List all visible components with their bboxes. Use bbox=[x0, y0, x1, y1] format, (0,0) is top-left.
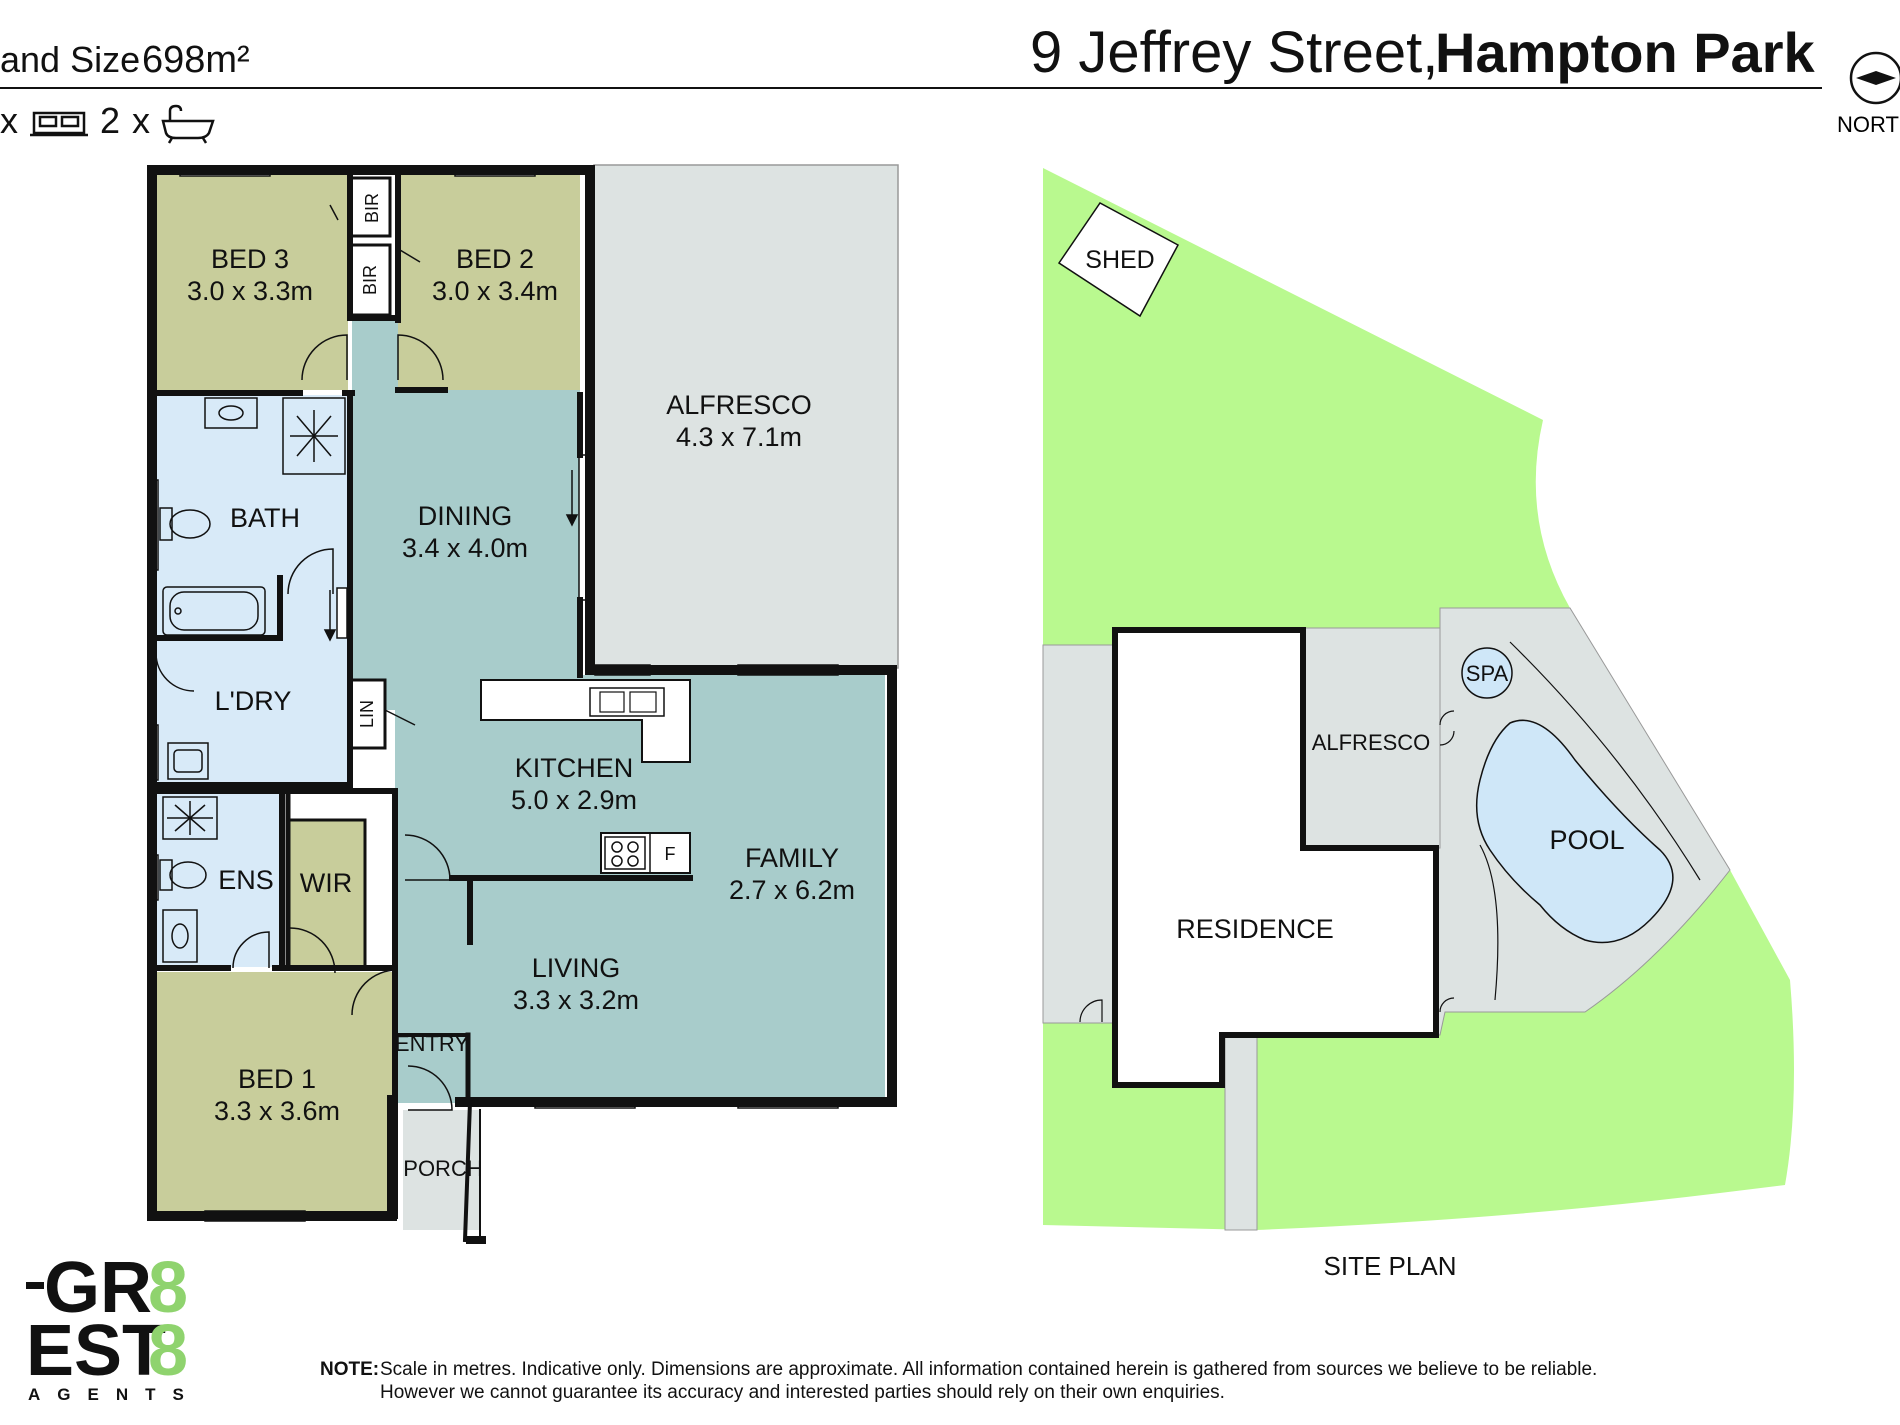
walls bbox=[147, 165, 897, 1244]
bath-multiplier: x bbox=[132, 100, 150, 141]
bath-count: 2 bbox=[100, 100, 120, 141]
living-size: 3.3 x 3.2m bbox=[513, 985, 639, 1015]
pool-label: POOL bbox=[1549, 825, 1624, 855]
ensuite-floor bbox=[156, 792, 282, 967]
cooktop-icon bbox=[604, 836, 646, 870]
pool-outline bbox=[1475, 719, 1674, 944]
shower-icon bbox=[282, 397, 346, 475]
wir-name: WIR bbox=[300, 868, 352, 898]
bed1-size: 3.3 x 3.6m bbox=[214, 1096, 340, 1126]
residence-outline bbox=[1112, 627, 1439, 1088]
note-line2: However we cannot guarantee its accuracy… bbox=[380, 1382, 1225, 1403]
fridge-label: F bbox=[665, 844, 676, 864]
ensuite-name: ENS bbox=[218, 865, 274, 895]
room-labels: BED 3 3.0 x 3.3m BED 2 3.0 x 3.4m ALFRES… bbox=[187, 244, 855, 1181]
north-arrow-icon bbox=[1849, 51, 1900, 105]
bath-name: BATH bbox=[230, 503, 300, 533]
bir-bed2 bbox=[348, 243, 392, 317]
laundry-tub-icon bbox=[167, 742, 209, 780]
site-plan-title: SITE PLAN bbox=[1324, 1251, 1457, 1281]
spa-label: SPA bbox=[1466, 661, 1509, 686]
bed3-floor bbox=[156, 175, 348, 390]
note-line1: Scale in metres. Indicative only. Dimens… bbox=[380, 1359, 1597, 1380]
sink-icon bbox=[589, 687, 665, 717]
logo-line1-dark: GR bbox=[44, 1248, 152, 1328]
header: and Size 698m² 9 Jeffrey Street, Hampton… bbox=[0, 20, 1900, 144]
logo-line2-accent: 8 bbox=[148, 1311, 188, 1391]
logo-line2-dark: EST bbox=[26, 1311, 166, 1391]
ensuite-toilet-icon bbox=[159, 859, 207, 891]
living-name: LIVING bbox=[532, 953, 621, 983]
pool-edge-lines bbox=[1079, 641, 1701, 1023]
site-plan: SHED RESIDENCE ALFRESCO SPA POOL SITE PL… bbox=[1042, 168, 1794, 1281]
family-name: FAMILY bbox=[745, 843, 839, 873]
porch-name: PORCH bbox=[403, 1156, 482, 1181]
laundry-floor bbox=[156, 635, 348, 783]
north-label: NORT bbox=[1837, 112, 1899, 137]
bed3-name: BED 3 bbox=[211, 244, 289, 274]
bir-label-2: BIR bbox=[360, 265, 380, 295]
bed1-name: BED 1 bbox=[238, 1064, 316, 1094]
residence-label: RESIDENCE bbox=[1176, 914, 1334, 944]
bathtub-icon bbox=[161, 104, 215, 144]
ensuite-basin-icon bbox=[162, 909, 198, 963]
bed2-name: BED 2 bbox=[456, 244, 534, 274]
logo-line1-accent: 8 bbox=[148, 1248, 188, 1328]
family-size: 2.7 x 6.2m bbox=[729, 875, 855, 905]
bed2-size: 3.0 x 3.4m bbox=[432, 276, 558, 306]
shed-outline bbox=[1057, 202, 1180, 318]
address-street: 9 Jeffrey Street, bbox=[1030, 20, 1438, 85]
disclaimer-note: NOTE: Scale in metres. Indicative only. … bbox=[320, 1359, 1597, 1403]
bir-label-1: BIR bbox=[362, 193, 382, 223]
slider-arrow-icon bbox=[323, 470, 579, 642]
bed3-size: 3.0 x 3.3m bbox=[187, 276, 313, 306]
dining-name: DINING bbox=[418, 501, 513, 531]
bed2-floor bbox=[398, 175, 580, 390]
dining-size: 3.4 x 4.0m bbox=[402, 533, 528, 563]
note-label: NOTE: bbox=[320, 1359, 379, 1380]
alfresco-size: 4.3 x 7.1m bbox=[676, 422, 802, 452]
logo-line3: AGENTS bbox=[28, 1385, 201, 1404]
land-size-value: 698m² bbox=[142, 39, 250, 81]
spa-outline bbox=[1461, 647, 1513, 699]
bed-multiplier: x bbox=[0, 100, 18, 141]
linen-label: LIN bbox=[357, 700, 377, 728]
floor-plan: BIR BIR LIN F bbox=[147, 164, 899, 1244]
kitchen-bench-upper bbox=[480, 679, 691, 763]
bed-icon bbox=[30, 111, 88, 137]
driveway-strip bbox=[1224, 1034, 1258, 1231]
kitchen-size: 5.0 x 2.9m bbox=[511, 785, 637, 815]
entry-name: ENTRY bbox=[395, 1031, 469, 1056]
address-suburb: Hampton Park bbox=[1435, 21, 1815, 84]
kitchen-name: KITCHEN bbox=[515, 753, 634, 783]
alfresco-name: ALFRESCO bbox=[666, 390, 812, 420]
laundry-name: L'DRY bbox=[215, 686, 292, 716]
toilet-icon bbox=[159, 507, 211, 541]
wir-floor bbox=[288, 820, 365, 967]
alfresco-area bbox=[593, 164, 899, 669]
shed-label: SHED bbox=[1085, 246, 1154, 274]
ensuite-shower-icon bbox=[162, 796, 218, 840]
site-alfresco-label: ALFRESCO bbox=[1312, 730, 1431, 755]
basin-icon bbox=[204, 397, 258, 429]
land-size-label: and Size bbox=[0, 39, 140, 80]
agency-logo: GR 8 EST 8 AGENTS bbox=[26, 1248, 201, 1404]
side-path bbox=[1042, 644, 1114, 1024]
site-alfresco bbox=[1302, 627, 1441, 849]
